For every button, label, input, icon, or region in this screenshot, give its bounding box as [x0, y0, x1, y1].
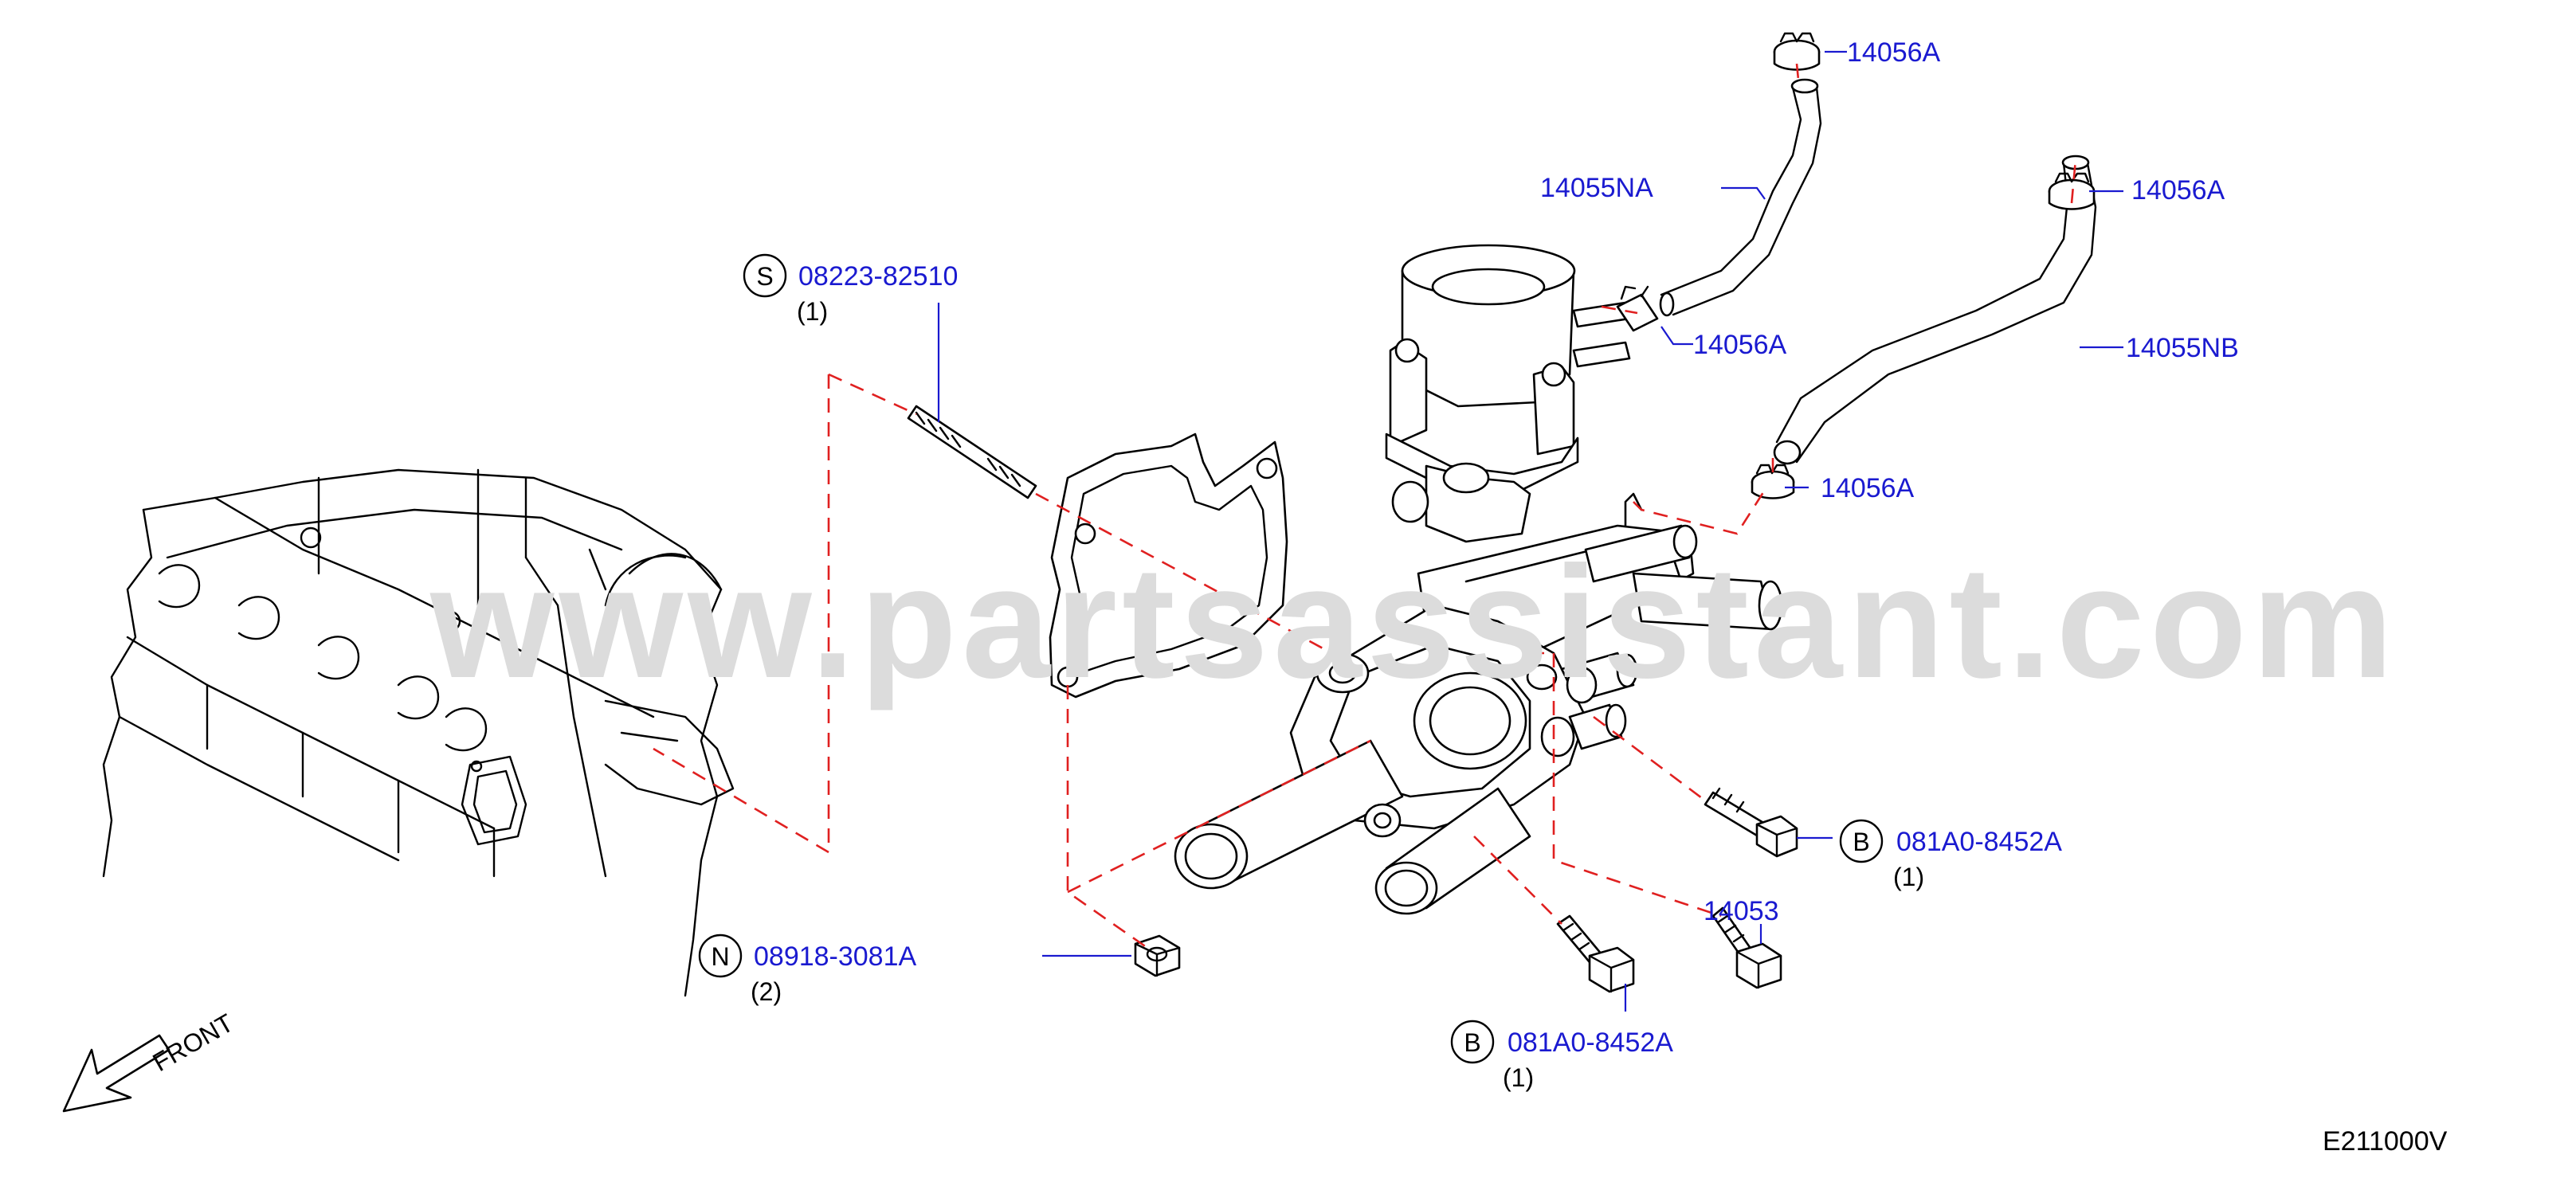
label-bolt-14053[interactable]: 14053	[1704, 896, 1779, 926]
callout-stud-part[interactable]: 08223-82510	[798, 261, 958, 292]
callout-bolt-bottom-qty: (1)	[1503, 1063, 1534, 1092]
bolt-right	[1704, 787, 1798, 858]
label-hose-14055na[interactable]: 14055NA	[1540, 173, 1653, 203]
callout-bolt-right: B 081A0-8452A (1)	[1839, 819, 2062, 891]
clamp-lower	[1751, 464, 1795, 499]
assembly-lines	[653, 63, 2077, 949]
callout-bolt-right-letter: B	[1853, 828, 1869, 856]
callout-stud-qty: (1)	[797, 297, 828, 326]
engine-block	[102, 468, 735, 997]
clamp-right-top	[2048, 172, 2096, 210]
callout-bolt-bottom-letter: B	[1464, 1028, 1480, 1057]
callout-bolt-right-qty: (1)	[1893, 863, 1924, 891]
front-indicator: FRONT	[62, 1008, 238, 1113]
callout-nut-letter: N	[711, 942, 729, 971]
label-clamp-right-top[interactable]: 14056A	[2131, 175, 2225, 205]
clamp-top	[1773, 32, 1821, 71]
hose-14055na	[1659, 78, 1822, 317]
callout-bolt-bottom: B 081A0-8452A (1)	[1450, 1020, 1673, 1092]
label-clamp-top[interactable]: 14056A	[1847, 37, 1941, 68]
bolt-14053	[1711, 906, 1782, 989]
water-outlet	[1174, 492, 1783, 915]
front-arrow-icon	[62, 1034, 171, 1113]
label-clamp-lower[interactable]: 14056A	[1821, 473, 1915, 503]
label-hose-14055nb[interactable]: 14055NB	[2126, 333, 2239, 363]
callout-stud-letter: S	[756, 262, 773, 291]
valve-housing	[1385, 244, 1631, 543]
callout-nut-qty: (2)	[751, 977, 782, 1006]
leader-lines	[937, 50, 2123, 1012]
watermark: www.partsassistant.com	[429, 534, 2398, 711]
hose-14055nb	[1773, 155, 2097, 465]
bolt-bottom	[1556, 914, 1635, 993]
callout-bolt-bottom-part[interactable]: 081A0-8452A	[1508, 1027, 1673, 1058]
callout-stud: S 08223-82510 (1)	[743, 253, 958, 326]
diagram-code: E211000V	[2323, 1126, 2448, 1157]
clamp-mid	[1616, 285, 1659, 332]
callout-bolt-right-part[interactable]: 081A0-8452A	[1896, 827, 2062, 857]
label-clamp-mid[interactable]: 14056A	[1693, 330, 1787, 360]
callout-nut-part[interactable]: 08918-3081A	[754, 941, 917, 972]
stud	[907, 405, 1037, 499]
callout-nut: N 08918-3081A (2)	[698, 934, 917, 1006]
nut	[1134, 934, 1181, 977]
